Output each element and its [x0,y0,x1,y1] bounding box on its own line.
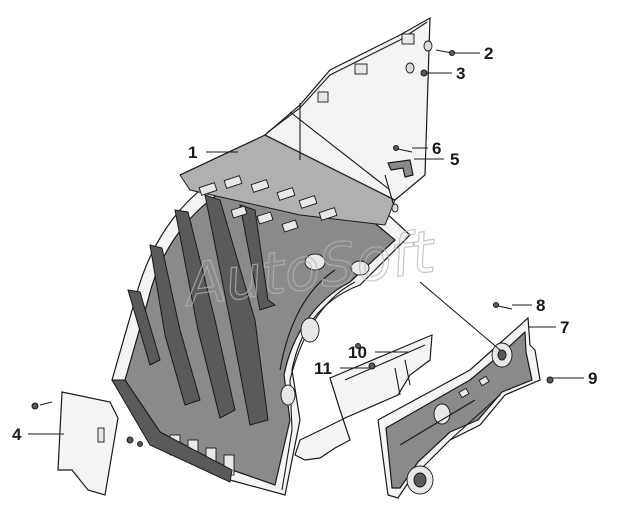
screw-part-2 [423,40,455,56]
callout-3: 3 [456,64,465,83]
callout-8: 8 [536,296,545,315]
callout-7: 7 [560,318,569,337]
mud-flap-part-4 [31,391,143,496]
nut-part-3 [405,62,428,77]
clip-part-11 [368,362,376,370]
clip-bracket-part-5 [387,159,414,213]
callout-10: 10 [348,343,367,362]
callout-4: 4 [12,425,22,444]
callout-2: 2 [484,44,493,63]
wheel-arch-liner [111,134,411,496]
leader-lines [28,52,584,435]
callout-labels: 1 2 3 4 5 6 7 8 9 10 11 [12,44,597,444]
upper-splash-flap [263,16,431,211]
callout-6: 6 [432,139,441,158]
rear-panel-part-7 [377,316,541,499]
callout-9: 9 [588,369,597,388]
callout-5: 5 [450,150,459,169]
callout-11: 11 [314,359,332,378]
bolt-part-6 [393,145,413,153]
nut-part-9 [546,376,554,384]
callout-1: 1 [188,143,197,162]
screw-part-8 [493,302,513,310]
rear-splash-liner-part-10 [294,334,433,461]
